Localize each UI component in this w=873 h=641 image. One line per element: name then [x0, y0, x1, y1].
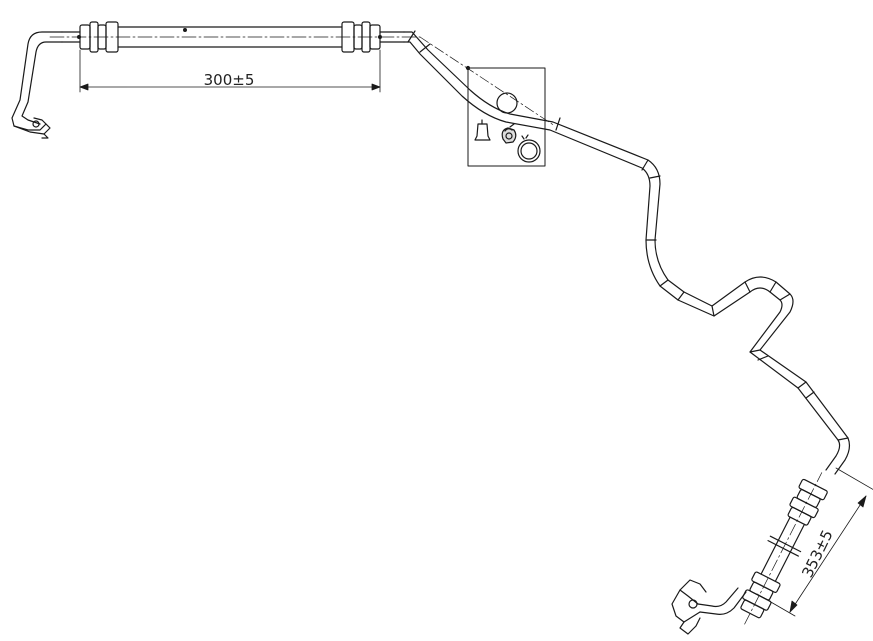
detail-box: [465, 65, 546, 167]
lower-end-bracket: [671, 579, 747, 635]
bracket-mount-icon: [474, 119, 491, 141]
lower-dimension-label: 353±5: [798, 527, 836, 581]
left-end-bracket: [11, 31, 63, 139]
upper-dimension-label: 300±5: [204, 71, 255, 89]
detail-centerline: [419, 36, 556, 127]
rigid-brake-line: [403, 30, 851, 475]
clip-fitting-icon: [501, 123, 517, 144]
lower-hose: [740, 472, 828, 625]
ring-grommet-icon: [517, 134, 541, 163]
upper-dimension: [79, 49, 381, 93]
lower-dimension: [756, 467, 873, 617]
